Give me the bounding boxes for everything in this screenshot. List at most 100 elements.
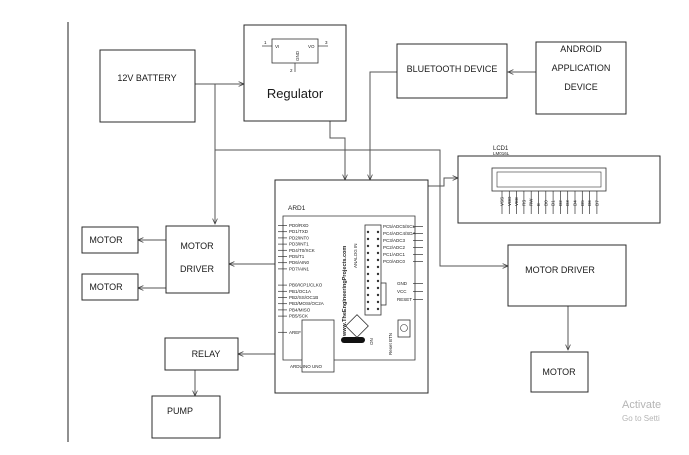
lcd-pin-label: VSS	[500, 197, 505, 206]
watermark-activate: Activate	[622, 399, 661, 411]
bluetooth-label: BLUETOOTH DEVICE	[407, 64, 498, 74]
lcd-pin-label: D4	[573, 200, 578, 206]
chip-pin-dot	[366, 237, 370, 241]
wire-bluetooth-arduino	[370, 71, 397, 180]
arduino-right-pin-label: PC1/ADC1	[383, 252, 406, 257]
lcd-pin-label: D6	[587, 200, 592, 206]
arduino-left-pin-label: PD6/AIN0	[289, 260, 310, 265]
chip-pin-dot	[376, 244, 380, 248]
lcd-pin-label: D2	[558, 200, 563, 206]
wire-battery-motordriver	[195, 83, 215, 224]
android-label-line2: APPLICATION	[552, 63, 611, 73]
chip-pin-dot	[376, 286, 380, 290]
arduino-left-pin-label: PB2/SS/OC1B	[289, 295, 318, 300]
lcd-pin-label: D3	[565, 200, 570, 206]
pump-label: PUMP	[167, 406, 193, 416]
motor-bottom-label: MOTOR	[89, 282, 123, 292]
arduino-right-pins: PC5/ADC5/SCL PC4/ADC4/SDA PC3/ADC3PC2/ADC2…	[383, 224, 423, 264]
arduino-right-pin-label: PC3/ADC3	[383, 238, 406, 243]
arduino-left-pin-label: PD4/T0/XCK	[289, 248, 315, 253]
chip-pin-dot	[366, 251, 370, 255]
arduino-left-pin-label: PB1/OC1A	[289, 289, 311, 294]
chip-pin-dot	[376, 307, 380, 311]
chip-pin-dot	[366, 300, 370, 304]
chip-pin-dot	[366, 279, 370, 283]
regulator-block: VI VO GND 1 3 2 Regulator	[243, 24, 347, 122]
arduino-power-pin-label: GND	[397, 281, 408, 286]
arduino-power-led	[341, 337, 365, 343]
arduino-logo	[345, 314, 369, 338]
lcd-pin-label: D1	[551, 200, 556, 206]
chip-pin-dot	[366, 265, 370, 269]
android-label-line1: ANDROID	[560, 44, 602, 54]
arduino-left-pin-label: PD2/INT0	[289, 235, 309, 240]
chip-pin-dot	[366, 244, 370, 248]
lcd-model: LM016L	[493, 151, 510, 156]
arduino-footer: ARDUINO UNO	[290, 364, 323, 369]
motor-driver-right-block: MOTOR DRIVER	[507, 244, 627, 307]
lcd-pin-label: E	[536, 203, 541, 206]
regulator-pin-2: 2	[290, 68, 293, 73]
motor-top-block: MOTOR	[81, 226, 139, 254]
battery-label: 12V BATTERY	[117, 73, 176, 83]
arduino-analog-label: ANALOG IN	[353, 243, 358, 268]
relay-label: RELAY	[192, 349, 221, 359]
android-label-line3: DEVICE	[564, 82, 598, 92]
arduino-left-pin-label: PB3/MOSI/OC2A	[289, 301, 324, 306]
chip-pin-dot	[376, 251, 380, 255]
arduino-on-label: ON	[369, 338, 374, 345]
motor-driver-right-label: MOTOR DRIVER	[525, 265, 595, 275]
arduino-block: ARD1 PD0/RXDPD1/TXDPD2/INT0PD3/INT1PD4/T…	[274, 179, 429, 394]
battery-block: 12V BATTERY	[99, 49, 196, 123]
wire-regulator-arduino	[329, 120, 345, 180]
arduino-power-pin-label: VCC	[397, 289, 407, 294]
watermark-settings: Go to Setti	[622, 414, 660, 423]
android-block: ANDROID APPLICATION DEVICE	[535, 41, 627, 115]
regulator-pin-gnd: GND	[295, 50, 300, 61]
chip-pin-dot	[366, 230, 370, 234]
arduino-reset-label: Reset BTN	[388, 333, 393, 355]
chip-pin-dot	[376, 300, 380, 304]
chip-pin-dot	[376, 265, 380, 269]
lcd-screen	[496, 171, 602, 188]
arduino-left-pin-label: PB4/MISO	[289, 307, 311, 312]
arduino-right-pin-label: PC5/ADC5/SCL	[383, 224, 416, 229]
arduino-left-pins: PD0/RXDPD1/TXDPD2/INT0PD3/INT1PD4/T0/XCK…	[278, 223, 324, 335]
arduino-power-pins: GND VCC RESET	[397, 281, 423, 302]
wire-bus-motordriver-right	[215, 149, 508, 266]
arduino-chip-pins	[366, 230, 380, 311]
motor-right-block: MOTOR	[530, 351, 589, 393]
lcd-pin-label: RW	[529, 198, 534, 206]
arduino-site-text: www.TheEngineeringProjects.com	[342, 246, 348, 337]
lcd-pin-label: D0	[543, 200, 548, 206]
chip-pin-dot	[376, 279, 380, 283]
arduino-chip	[364, 224, 382, 316]
regulator-chip	[271, 38, 319, 64]
regulator-pin-vi: VI	[275, 44, 279, 49]
arduino-right-pin-label: PC4/ADC4/SDA	[383, 231, 416, 236]
bluetooth-block: BLUETOOTH DEVICE	[396, 43, 508, 99]
chip-pin-dot	[376, 237, 380, 241]
arduino-left-pin-label: AREF	[289, 330, 301, 335]
arduino-left-pin-label: PD7/AIN1	[289, 266, 310, 271]
chip-pin-dot	[366, 272, 370, 276]
arduino-right-pin-label: PC0/ADC0	[383, 259, 406, 264]
arduino-right-pin-label: PC2/ADC2	[383, 245, 406, 250]
chip-pin-dot	[376, 258, 380, 262]
lcd-pin-label: VDD	[507, 196, 512, 206]
lcd-title: LCD1	[493, 146, 509, 152]
motor-driver-left-label-2: DRIVER	[180, 264, 215, 274]
regulator-pin-1: 1	[264, 40, 267, 45]
relay-block: RELAY	[164, 337, 239, 371]
lcd-pin-label: VEE	[514, 197, 519, 206]
arduino-left-pin-label: PD0/RXD	[289, 223, 309, 228]
arduino-power-pin-label: RESET	[397, 297, 412, 302]
arduino-left-pin-label: PD1/TXD	[289, 229, 309, 234]
arduino-left-pin-label: PD3/INT1	[289, 242, 309, 247]
arduino-left-pin-label: PD5/T1	[289, 254, 305, 259]
arduino-left-pin-label: PB5/SCK	[289, 314, 308, 319]
wire-arduino-lcd	[428, 178, 458, 187]
chip-pin-dot	[366, 258, 370, 262]
